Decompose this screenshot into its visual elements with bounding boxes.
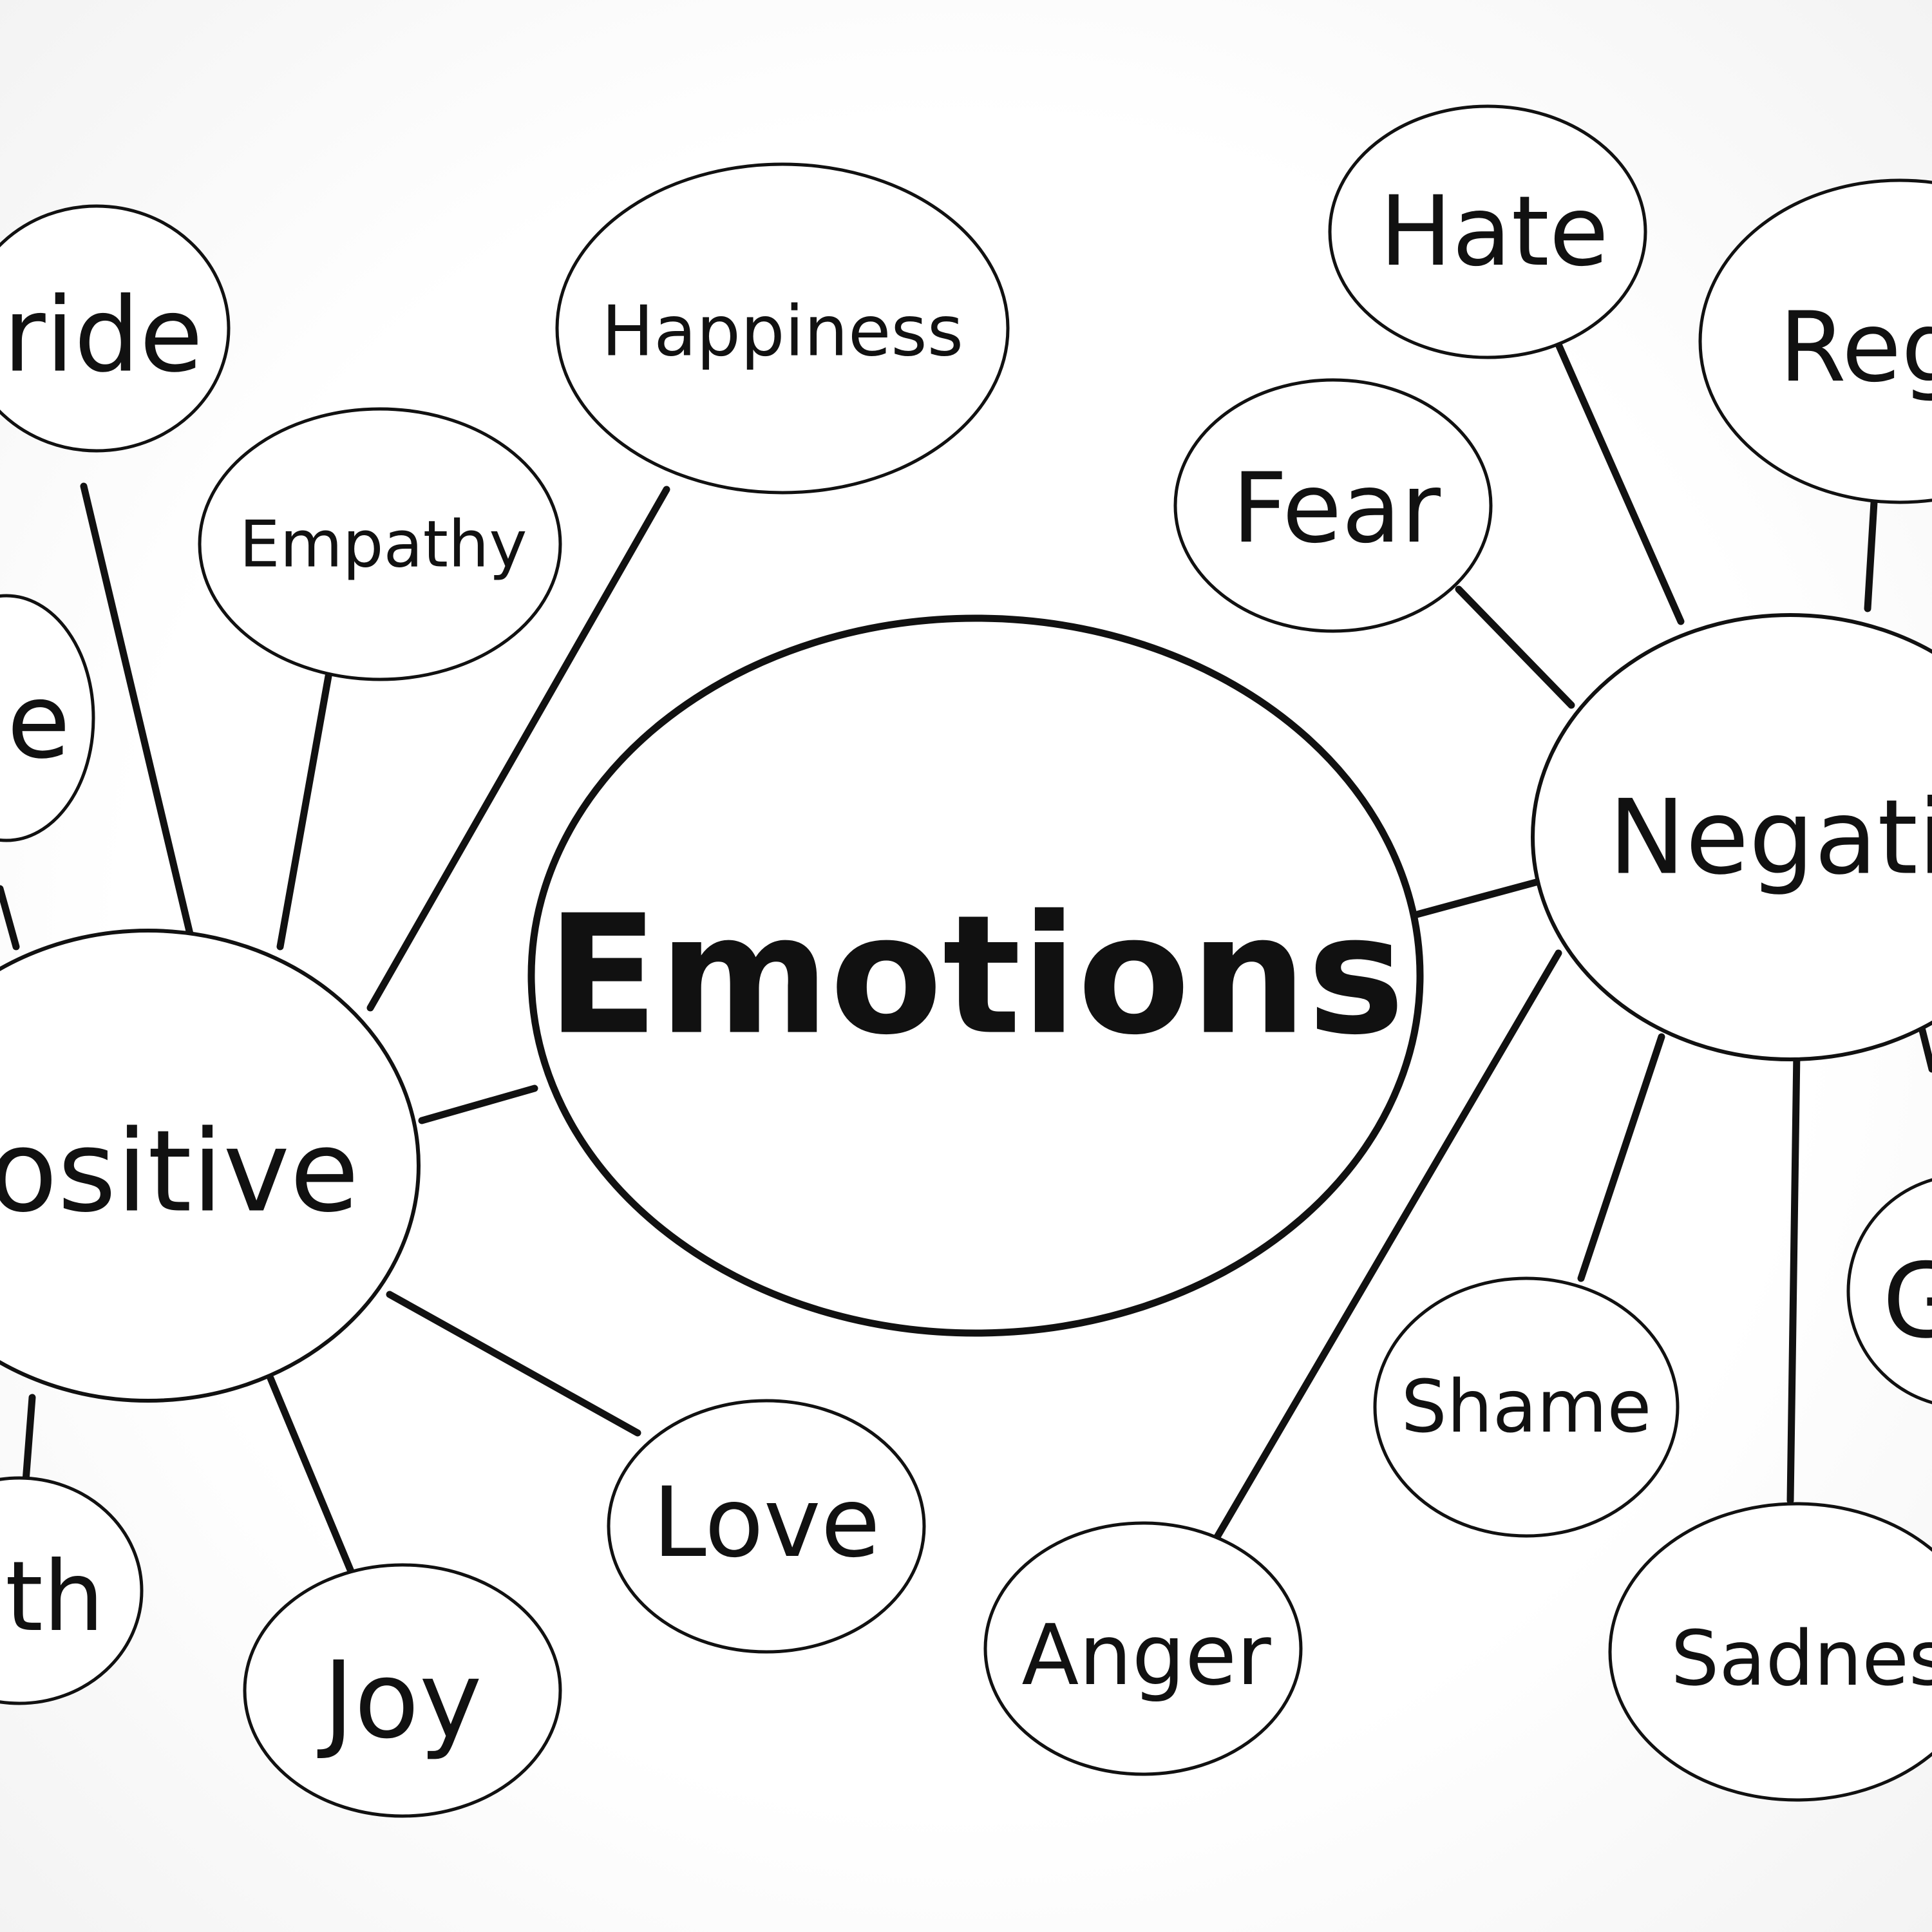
bubble-pride [0,204,231,453]
node-empathy: Empathy [198,407,562,681]
label-anger: Anger [1021,1606,1271,1704]
node-bottom-left-partial: th [0,1476,144,1705]
label-shame: Shame [1401,1365,1652,1449]
bubble-bottom-left-partial [0,1476,144,1705]
node-happiness: Happiness [555,162,1010,495]
label-joy: Joy [317,1638,482,1762]
edge-negative-shame [1577,1033,1665,1282]
bubble-right-partial [1846,1178,1932,1405]
bubble-left-partial [0,594,95,842]
bubble-sadness [1608,1502,1932,1802]
edge-positive-happiness [366,486,670,1012]
bubble-shame [1373,1276,1680,1538]
node-hate: Hate [1328,104,1647,359]
label-fear: Fear [1232,453,1441,565]
node-anger: Anger [983,1521,1303,1776]
connections [0,341,1932,1575]
node-right-partial: G [1846,1178,1932,1405]
edge-positive-pride [80,482,194,938]
bubble-anger [983,1521,1303,1776]
bubble-empathy [198,407,562,681]
label-emotions: Emotions [547,880,1405,1072]
edge-positive-empathy [276,672,332,951]
node-emotions: Emotions [527,614,1424,1337]
label-empathy: Empathy [239,507,527,582]
bubble-joy [243,1563,562,1818]
bubble-negative [1531,613,1932,1061]
edge-positive-love [386,1291,641,1437]
edge-negative-sadness [1786,1049,1801,1504]
edge-positive-left-partial [0,885,20,951]
label-pride: ride [3,275,203,395]
label-positive: ositive [0,1107,359,1238]
label-right-partial: G [1882,1241,1932,1361]
edge-center-negative [1413,878,1540,918]
edge-negative-hate [1555,341,1685,625]
label-love: Love [652,1467,880,1579]
label-sadness: Sadnes [1671,1614,1932,1703]
bubble-love [607,1399,926,1654]
bubble-emotions [527,614,1424,1337]
label-regret: Reg [1779,292,1932,404]
node-sadness: Sadnes [1608,1502,1932,1802]
node-shame: Shame [1373,1276,1680,1538]
node-love: Love [607,1399,926,1654]
edge-negative-anger [1210,949,1562,1546]
bubble-hate [1328,104,1647,359]
node-joy: Joy [243,1563,562,1818]
edge-positive-joy [267,1374,355,1575]
bubble-regret [1698,178,1932,504]
bubble-fear [1173,378,1493,633]
node-positive: ositive [0,929,421,1403]
node-regret: Reg [1698,178,1932,504]
edge-negative-right-partial [1918,1027,1932,1073]
node-negative: Negati [1531,613,1932,1061]
bubble-happiness [555,162,1010,495]
edge-positive-bottom-left [22,1394,36,1485]
node-fear: Fear [1173,378,1493,633]
edge-center-positive [418,1084,538,1124]
label-bottom-left-partial: th [5,1541,104,1653]
edge-negative-fear [1455,585,1575,709]
label-happiness: Happiness [601,292,963,372]
label-hate: Hate [1379,176,1609,288]
node-left-partial: e [0,594,95,842]
edge-negative-regret [1864,498,1878,612]
label-left-partial: e [7,661,70,782]
bubble-positive [0,929,421,1403]
node-pride: ride [0,204,231,453]
label-negative: Negati [1609,777,1932,898]
